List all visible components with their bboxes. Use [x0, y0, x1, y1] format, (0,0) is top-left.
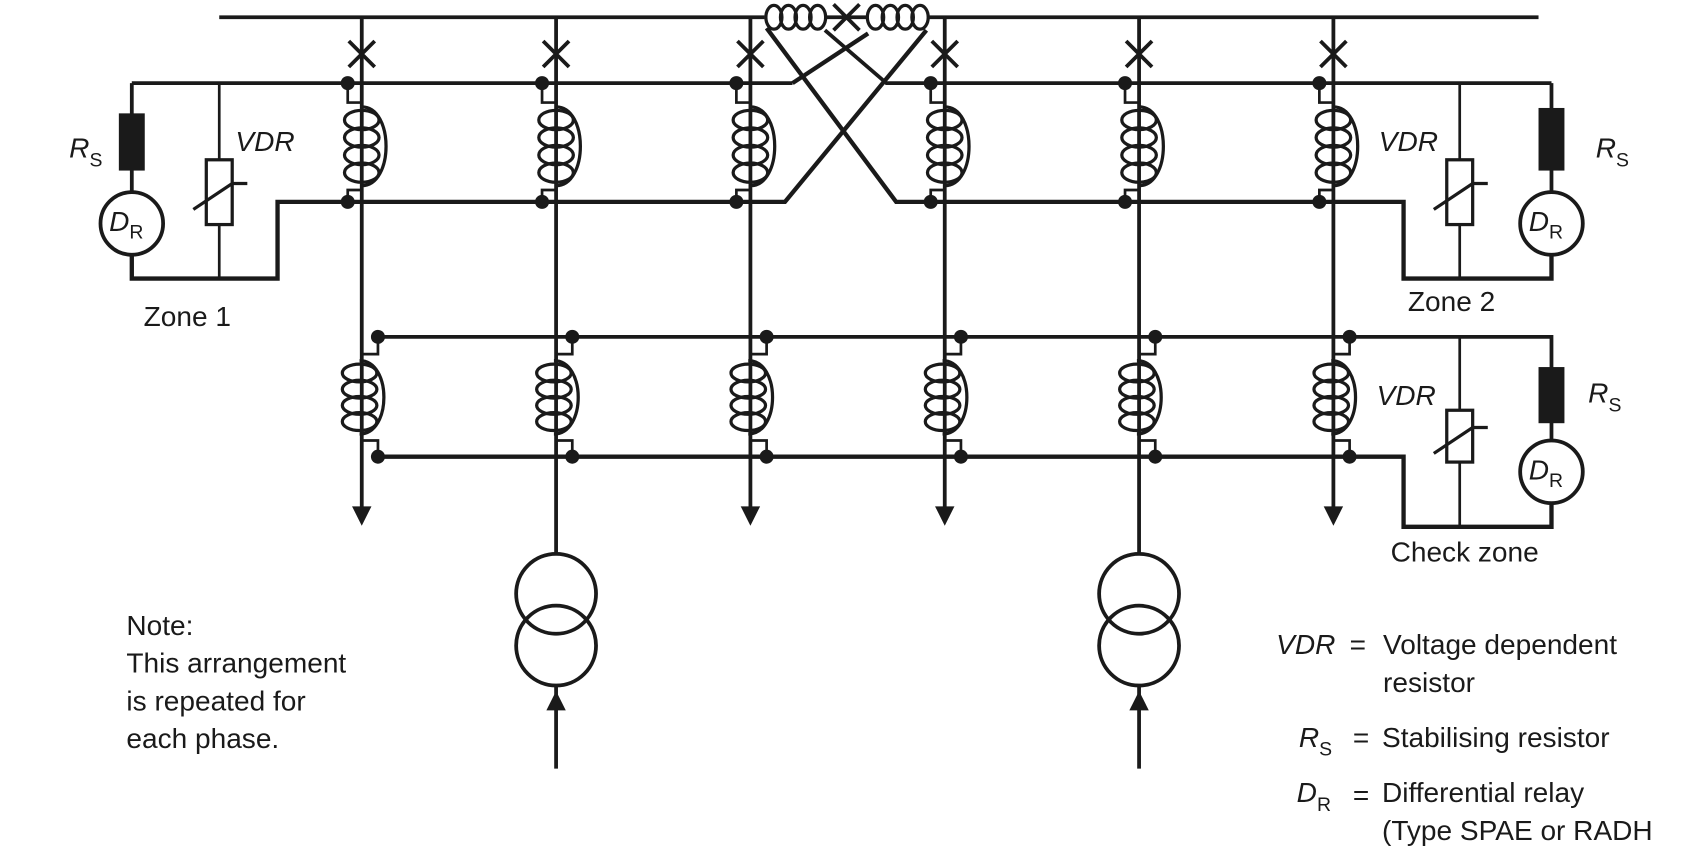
feeder-outgoing-arrow-icon — [935, 506, 955, 526]
check-ct-coil-1-outer — [359, 358, 386, 436]
zone2-top-wire — [823, 28, 1552, 86]
dr-label-check: DR — [1529, 454, 1563, 492]
legend-equals-3: = — [1353, 779, 1369, 810]
zone-ct-coil-1 — [342, 108, 381, 184]
rs-label-check: RS — [1588, 378, 1621, 417]
zone-ct-coil-1-outer — [361, 105, 388, 188]
zone-ct-coil-2-outer — [555, 105, 582, 188]
check-ct-coil-4-outer — [942, 358, 969, 436]
circuit-wiring — [98, 2, 1585, 769]
transformer-winding-secondary-2 — [1097, 603, 1181, 688]
dr-label-zone1: DR — [109, 206, 143, 244]
zone2-vdr-slash — [1432, 181, 1488, 211]
incoming-arrow-icon — [546, 690, 566, 711]
check-zone-vdr-slash — [1432, 425, 1488, 455]
vdr-label-zone2: VDR — [1379, 126, 1438, 157]
vdr-label-zone1: VDR — [235, 126, 294, 157]
check-zone-stabilising-resistor — [1538, 367, 1565, 424]
note-line-3: is repeated for — [126, 685, 305, 716]
feeder-outgoing-arrow-icon — [352, 506, 372, 526]
check-ct-coil-6-outer — [1331, 358, 1358, 436]
check-ct-coil-6 — [1312, 362, 1351, 433]
zone-ct-coil-6-outer — [1333, 105, 1360, 188]
note-line-2: This arrangement — [126, 648, 346, 679]
legend-rs-symbol: RS — [1299, 722, 1332, 761]
incoming-arrow-icon — [1129, 690, 1149, 711]
check-zone-label: Check zone — [1391, 536, 1539, 567]
zone1-coupler-lead — [791, 31, 870, 85]
check-ct-coil-2 — [535, 362, 573, 433]
zone1-label: Zone 1 — [144, 301, 231, 332]
zone-ct-coil-5-outer — [1138, 105, 1165, 188]
legend-equals-2: = — [1353, 722, 1369, 753]
check-zone-differential-relay — [1518, 438, 1585, 505]
feeder-outgoing-arrow-icon — [740, 506, 761, 526]
legend-vdr-text-2: resistor — [1383, 667, 1475, 698]
rs-label-zone2: RS — [1596, 133, 1629, 172]
zone1-bottom-wire — [129, 28, 929, 281]
check-ct-coil-5-outer — [1136, 358, 1163, 436]
feeder-outgoing-arrow-icon — [1323, 506, 1344, 526]
feeder-breaker-icon — [1124, 39, 1154, 69]
legend-equals-1: = — [1350, 629, 1366, 660]
check-zone-bottom-wire — [377, 454, 1554, 530]
zone2-label: Zone 2 — [1408, 286, 1495, 317]
legend-dr-symbol: DR — [1297, 777, 1331, 816]
zone2-differential-relay — [1518, 190, 1585, 257]
check-ct-coil-4 — [923, 362, 962, 433]
check-ct-coil-1 — [340, 362, 379, 433]
dr-label-zone2: DR — [1529, 206, 1563, 244]
zone-ct-coil-5 — [1120, 108, 1158, 184]
vdr-label-check: VDR — [1377, 380, 1436, 411]
zone1-differential-relay — [98, 190, 166, 257]
note-line-1: Note: — [126, 610, 193, 641]
feeder-breaker-icon — [736, 39, 765, 69]
check-ct-coil-5 — [1118, 362, 1156, 433]
legend-dr-text-2: (Type SPAE or RADH — [1382, 815, 1653, 846]
check-ct-coil-3 — [729, 362, 768, 433]
zone2-bottom-wire — [764, 26, 1554, 281]
zone1-vdr-slash — [192, 181, 248, 211]
zone-ct-coil-3 — [731, 108, 770, 184]
bus-coupler-ct-right — [865, 3, 930, 31]
bus-coupler-ct-left — [764, 3, 828, 31]
legend-vdr-text-1: Voltage dependent — [1383, 629, 1617, 660]
check-ct-coil-3-outer — [748, 358, 775, 436]
transformer-winding-secondary-1 — [514, 603, 598, 688]
zone2-stabilising-resistor — [1538, 107, 1565, 171]
transformer-winding-primary-1 — [514, 551, 598, 636]
legend-vdr-symbol: VDR — [1276, 629, 1335, 660]
zone-ct-coil-2 — [537, 108, 575, 184]
legend-dr-text-1: Differential relay — [1382, 777, 1584, 808]
zone-ct-coil-4 — [925, 108, 964, 184]
feeder-breaker-icon — [541, 39, 571, 69]
legend-rs-text: Stabilising resistor — [1382, 722, 1610, 753]
transformer-winding-primary-2 — [1097, 551, 1181, 636]
zone-ct-coil-6 — [1314, 108, 1353, 184]
note-line-4: each phase. — [126, 723, 279, 754]
check-ct-coil-2-outer — [553, 358, 580, 436]
zone-ct-coil-3-outer — [750, 105, 777, 188]
rs-label-zone1: RS — [69, 133, 102, 172]
zone-ct-coil-4-outer — [944, 105, 971, 188]
feeder-breaker-icon — [347, 39, 377, 69]
zone1-stabilising-resistor — [118, 113, 145, 171]
feeder-breaker-icon — [930, 39, 960, 69]
feeder-breaker-icon — [1319, 39, 1348, 69]
